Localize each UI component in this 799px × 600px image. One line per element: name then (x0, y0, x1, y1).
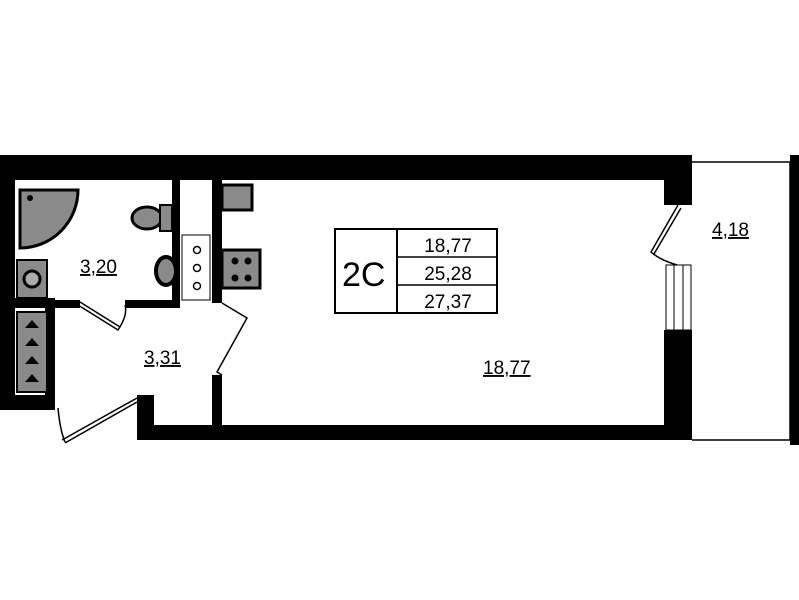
kitchen-fixtures (220, 183, 262, 290)
living-area-value: 18,77 (424, 236, 472, 257)
bath-fixtures (16, 188, 211, 393)
living-room-area-label: 18,77 (483, 358, 531, 379)
sink-icon (154, 255, 178, 287)
hallway-area-label: 3,31 (144, 348, 181, 369)
shower-icon (18, 188, 80, 250)
balcony-area-label: 4,18 (712, 220, 749, 241)
apartment-type-label: 2С (342, 256, 385, 294)
walls (0, 155, 692, 440)
toilet-icon (130, 205, 164, 231)
area-summary-table: 2С 18,77 25,28 27,37 (334, 228, 498, 314)
doors (57, 204, 682, 444)
kitchen-sink-icon (220, 183, 254, 212)
stove-icon (220, 248, 262, 290)
hanger-icons (25, 320, 39, 382)
window (665, 264, 692, 331)
total-area-value: 25,28 (424, 264, 472, 285)
total-area-with-balcony-value: 27,37 (424, 292, 472, 313)
bathroom-area-label: 3,20 (80, 257, 117, 278)
balcony (692, 155, 799, 445)
